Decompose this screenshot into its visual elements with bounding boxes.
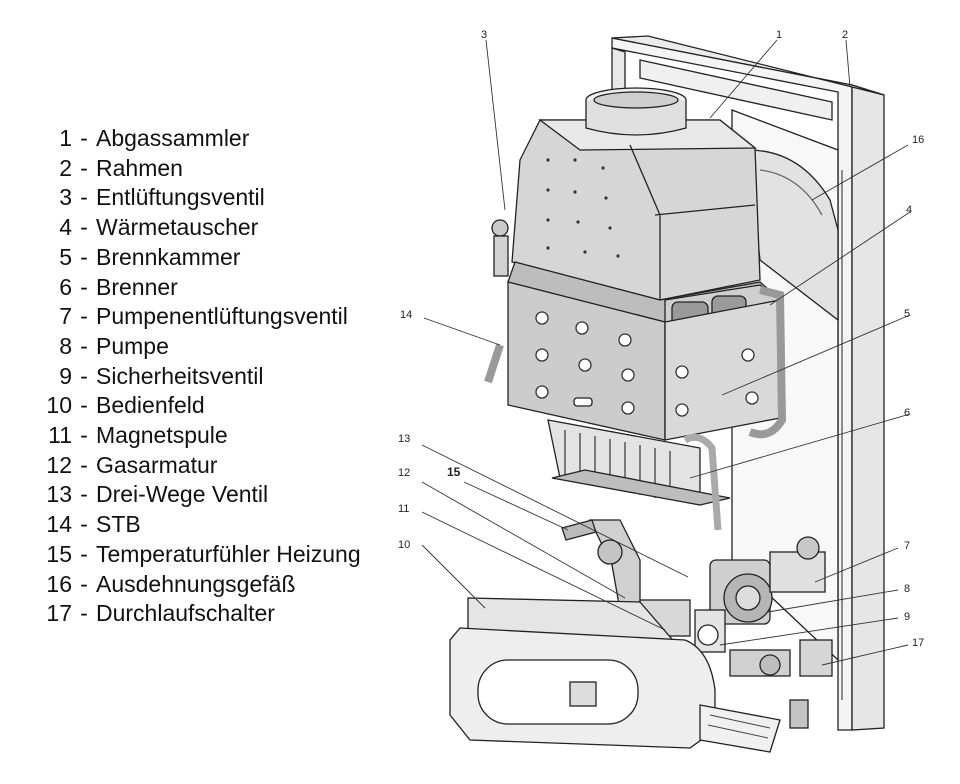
combustion-chamber-drawing (507, 281, 781, 441)
legend-number: 16 (46, 570, 72, 597)
callout-10: 10 (398, 539, 410, 551)
legend-label: Drei-Wege Ventil (96, 481, 269, 508)
callout-4: 4 (906, 204, 912, 216)
legend-separator: - (80, 303, 88, 330)
legend-label: Brenner (96, 273, 178, 300)
legend-label: Sicherheitsventil (96, 362, 264, 389)
legend-item: 1-Abgassammler (28, 124, 388, 154)
legend-number: 9 (59, 362, 72, 389)
legend-number: 2 (59, 154, 72, 181)
legend-label: Gasarmatur (96, 451, 218, 478)
callout-12: 12 (398, 467, 410, 479)
legend-number: 1 (59, 125, 72, 151)
legend-item: 5-Brennkammer (28, 243, 388, 273)
callout-7: 7 (904, 540, 910, 552)
legend-separator: - (80, 154, 88, 181)
callout-16: 16 (912, 134, 924, 146)
callout-17: 17 (912, 637, 924, 649)
legend-number: 10 (46, 392, 72, 419)
legend-separator: - (80, 481, 88, 508)
legend-item: 7-Pumpenentlüftungsventil (28, 302, 388, 332)
callout-2: 2 (842, 29, 848, 41)
legend-item: 6-Brenner (28, 273, 388, 303)
legend-number: 6 (59, 273, 72, 300)
legend-number: 14 (46, 511, 72, 538)
callout-13: 13 (398, 433, 410, 445)
legend-separator: - (80, 214, 88, 241)
legend-number: 5 (59, 243, 72, 270)
legend-separator: - (80, 570, 88, 597)
legend-item: 8-Pumpe (28, 332, 388, 362)
legend-separator: - (80, 392, 88, 419)
legend-item: 10-Bedienfeld (28, 391, 388, 421)
legend-label: Abgassammler (96, 125, 250, 151)
legend-separator: - (80, 362, 88, 389)
legend-number: 13 (46, 481, 72, 508)
hydraulic-group-drawing (484, 219, 833, 729)
callout-8: 8 (904, 583, 910, 595)
callout-14: 14 (400, 309, 412, 321)
legend-item: 9-Sicherheitsventil (28, 362, 388, 392)
legend-label: Entlüftungsventil (96, 184, 265, 211)
callout-6: 6 (904, 407, 910, 419)
control-panel-drawing (449, 597, 781, 753)
legend-number: 11 (48, 422, 72, 449)
legend-number: 8 (59, 332, 72, 359)
legend-item: 15-Temperaturfühler Heizung (28, 540, 388, 570)
expansion-vessel-drawing (747, 149, 839, 322)
legend-number: 4 (59, 214, 72, 241)
burner-drawing (547, 419, 731, 531)
legend-label: Magnetspule (96, 422, 228, 449)
flue-collector-drawing (511, 87, 761, 301)
legend-item: 17-Durchlaufschalter (28, 599, 388, 629)
legend-separator: - (80, 125, 88, 151)
callout-15: 15 (447, 465, 461, 479)
legend-number: 12 (46, 451, 72, 478)
legend-label: Bedienfeld (96, 392, 205, 419)
legend-label: Temperaturfühler Heizung (96, 540, 361, 567)
legend-separator: - (80, 422, 88, 449)
legend-separator: - (80, 600, 88, 627)
callout-9: 9 (904, 611, 910, 623)
legend-separator: - (80, 540, 88, 567)
legend-item: 3-Entlüftungsventil (28, 183, 388, 213)
callout-11: 11 (398, 503, 409, 515)
legend-label: STB (96, 511, 141, 538)
leader-lines (421, 39, 911, 666)
legend-label: Durchlaufschalter (96, 600, 275, 627)
legend-separator: - (80, 184, 88, 211)
legend-item: 16-Ausdehnungsgefäß (28, 570, 388, 600)
legend-item: 11-Magnetspule (28, 421, 388, 451)
legend-number: 15 (46, 540, 72, 567)
legend-label: Brennkammer (96, 243, 241, 270)
legend-item: 13-Drei-Wege Ventil (28, 480, 388, 510)
legend-number: 3 (59, 184, 72, 211)
legend-item: 12-Gasarmatur (28, 451, 388, 481)
legend-label: Rahmen (96, 154, 183, 181)
legend-separator: - (80, 243, 88, 270)
legend-separator: - (80, 451, 88, 478)
legend-item: 2-Rahmen (28, 154, 388, 184)
legend-separator: - (80, 332, 88, 359)
callout-5: 5 (904, 308, 910, 320)
legend-label: Ausdehnungsgefäß (96, 570, 296, 597)
legend-number: 17 (46, 600, 72, 627)
legend-item: 4-Wärmetauscher (28, 213, 388, 243)
legend-number: 7 (59, 303, 72, 330)
callout-3: 3 (481, 29, 487, 41)
legend-label: Pumpe (96, 332, 169, 359)
callout-1: 1 (776, 29, 782, 41)
callout-numbers: 1 2 3 4 5 6 7 8 9 10 11 12 13 14 15 16 1… (398, 29, 924, 649)
legend-label: Wärmetauscher (96, 214, 259, 241)
legend-separator: - (80, 273, 88, 300)
legend-separator: - (80, 511, 88, 538)
legend-label: Pumpenentlüftungsventil (96, 303, 348, 330)
legend-item: 14-STB (28, 510, 388, 540)
